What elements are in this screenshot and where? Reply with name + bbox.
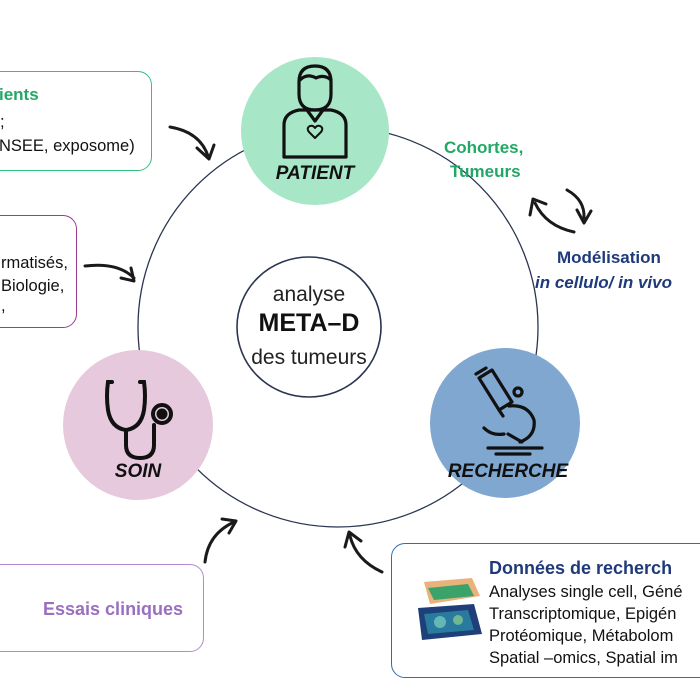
patients-box-line-1: ; [0,113,5,131]
person-icon [282,64,348,159]
soin-box-line-3: , [1,297,6,315]
cycle-arrows [528,188,593,234]
soin-data-box: rmatisés, Biologie, , [0,215,77,328]
patient-node [241,57,389,205]
recherche-box-line-4: Spatial –omics, Spatial im [489,649,678,667]
stethoscope-icon [105,380,173,461]
recherche-data-box: Données de recherch Analyses single cell… [391,543,700,678]
patients-box-line-2: NSEE, exposome) [0,137,135,155]
center-title: META–D [258,309,360,337]
recherche-box-line-1: Analyses single cell, Géné [489,583,683,601]
modelisation-label: Modélisation [557,248,661,267]
soin-box-line-1: rmatisés, [1,254,68,272]
recherche-node [430,348,580,498]
arrow-patient-in [168,125,216,161]
recherche-box-title: Données de recherch [489,558,673,578]
center-line-1: analyse [272,283,346,306]
soin-box-line-2: Biologie, [1,277,65,295]
patient-label: PATIENT [275,163,355,184]
tissue-map-icon [410,574,485,646]
recherche-box-line-3: Protéomique, Métabolom [489,627,674,645]
tumeurs-label: Tumeurs [450,162,521,181]
arrow-essais-in [203,517,238,564]
center-line-3: des tumeurs [251,346,367,369]
center-oval [236,256,382,398]
microscope-icon [474,366,544,456]
recherche-label: RECHERCHE [447,461,569,482]
arrow-recherche-data-in [343,530,384,574]
modelisation-subtitle: in cellulo/ in vivo [535,273,672,292]
essais-box-title: Essais cliniques [43,599,184,619]
essais-box: Essais cliniques [0,564,204,652]
arrow-soin-data-in [83,263,136,283]
recherche-box-line-2: Transcriptomique, Epigén [489,605,677,623]
cohortes-label: Cohortes, [444,138,524,157]
patients-box-title: ients [0,85,39,104]
patients-data-box: ients ; NSEE, exposome) [0,71,152,171]
soin-label: SOIN [114,461,162,482]
